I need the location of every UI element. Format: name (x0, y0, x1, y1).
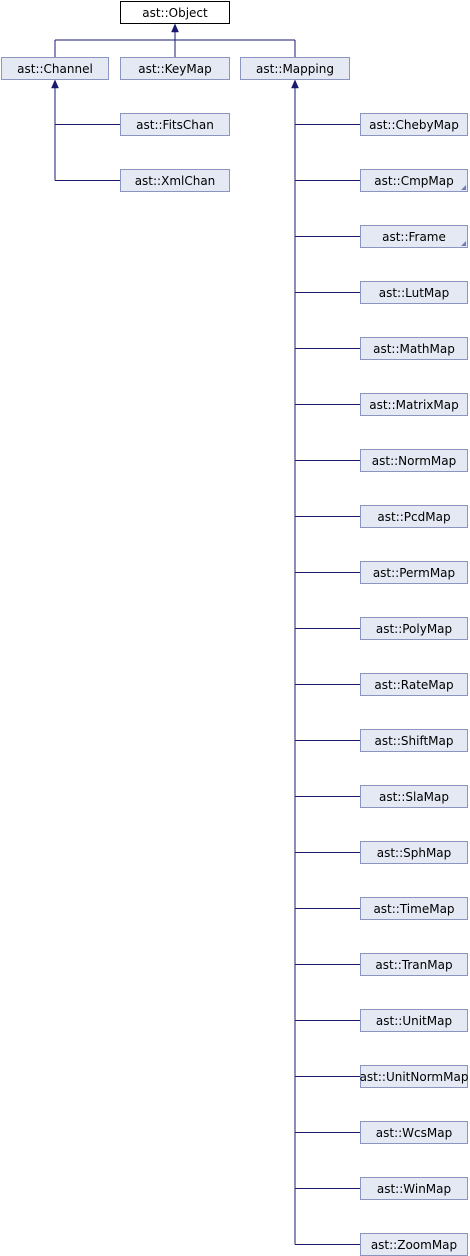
node-zoommap-label: ast::ZoomMap (370, 1237, 458, 1252)
node-frame[interactable]: ast::Frame (360, 225, 468, 248)
node-shiftmap[interactable]: ast::ShiftMap (360, 729, 468, 752)
more-subclasses-marker (461, 241, 466, 246)
node-unitmap[interactable]: ast::UnitMap (360, 1009, 468, 1032)
node-sphmap-label: ast::SphMap (376, 845, 452, 860)
node-wcsmap[interactable]: ast::WcsMap (360, 1121, 468, 1144)
node-ratemap-label: ast::RateMap (374, 677, 454, 692)
node-ratemap[interactable]: ast::RateMap (360, 673, 468, 696)
node-normmap-label: ast::NormMap (371, 453, 457, 468)
node-tranmap[interactable]: ast::TranMap (360, 953, 468, 976)
node-object: ast::Object (120, 1, 230, 24)
node-normmap[interactable]: ast::NormMap (360, 449, 468, 472)
node-polymap[interactable]: ast::PolyMap (360, 617, 468, 640)
node-pcdmap[interactable]: ast::PcdMap (360, 505, 468, 528)
node-xmlchan-label: ast::XmlChan (134, 173, 216, 188)
arrow-to-object (171, 23, 179, 33)
node-lutmap[interactable]: ast::LutMap (360, 281, 468, 304)
node-slamap-label: ast::SlaMap (378, 789, 450, 804)
node-permmap-label: ast::PermMap (372, 565, 456, 580)
node-zoommap[interactable]: ast::ZoomMap (360, 1233, 468, 1256)
node-winmap-label: ast::WinMap (376, 1181, 452, 1196)
node-permmap[interactable]: ast::PermMap (360, 561, 468, 584)
arrow-to-mapping (291, 79, 299, 89)
node-frame-label: ast::Frame (382, 229, 446, 244)
node-keymap[interactable]: ast::KeyMap (120, 57, 230, 80)
node-tranmap-label: ast::TranMap (375, 957, 453, 972)
node-mapping[interactable]: ast::Mapping (240, 57, 350, 80)
node-mathmap-label: ast::MathMap (373, 341, 455, 356)
node-polymap-label: ast::PolyMap (375, 621, 453, 636)
node-chebymap[interactable]: ast::ChebyMap (360, 113, 468, 136)
node-matrixmap-label: ast::MatrixMap (369, 397, 459, 412)
node-winmap[interactable]: ast::WinMap (360, 1177, 468, 1200)
node-lutmap-label: ast::LutMap (378, 285, 450, 300)
node-fitschan-label: ast::FitsChan (136, 117, 214, 132)
node-matrixmap[interactable]: ast::MatrixMap (360, 393, 468, 416)
node-object-label: ast::Object (142, 5, 208, 20)
node-unitmap-label: ast::UnitMap (375, 1013, 453, 1028)
node-channel-label: ast::Channel (17, 61, 93, 76)
arrow-to-channel (51, 79, 59, 89)
node-wcsmap-label: ast::WcsMap (375, 1125, 453, 1140)
more-subclasses-marker (461, 185, 466, 190)
node-timemap-label: ast::TimeMap (373, 901, 455, 916)
node-pcdmap-label: ast::PcdMap (377, 509, 451, 524)
node-shiftmap-label: ast::ShiftMap (374, 733, 454, 748)
node-channel[interactable]: ast::Channel (1, 57, 109, 80)
node-keymap-label: ast::KeyMap (138, 61, 212, 76)
node-chebymap-label: ast::ChebyMap (369, 117, 459, 132)
node-mapping-label: ast::Mapping (256, 61, 334, 76)
node-unitnormmap[interactable]: ast::UnitNormMap (360, 1065, 468, 1088)
node-timemap[interactable]: ast::TimeMap (360, 897, 468, 920)
node-cmpmap-label: ast::CmpMap (374, 173, 454, 188)
node-fitschan[interactable]: ast::FitsChan (120, 113, 230, 136)
node-cmpmap[interactable]: ast::CmpMap (360, 169, 468, 192)
node-mathmap[interactable]: ast::MathMap (360, 337, 468, 360)
node-unitnormmap-label: ast::UnitNormMap (359, 1069, 469, 1084)
node-xmlchan[interactable]: ast::XmlChan (120, 169, 230, 192)
node-sphmap[interactable]: ast::SphMap (360, 841, 468, 864)
node-slamap[interactable]: ast::SlaMap (360, 785, 468, 808)
